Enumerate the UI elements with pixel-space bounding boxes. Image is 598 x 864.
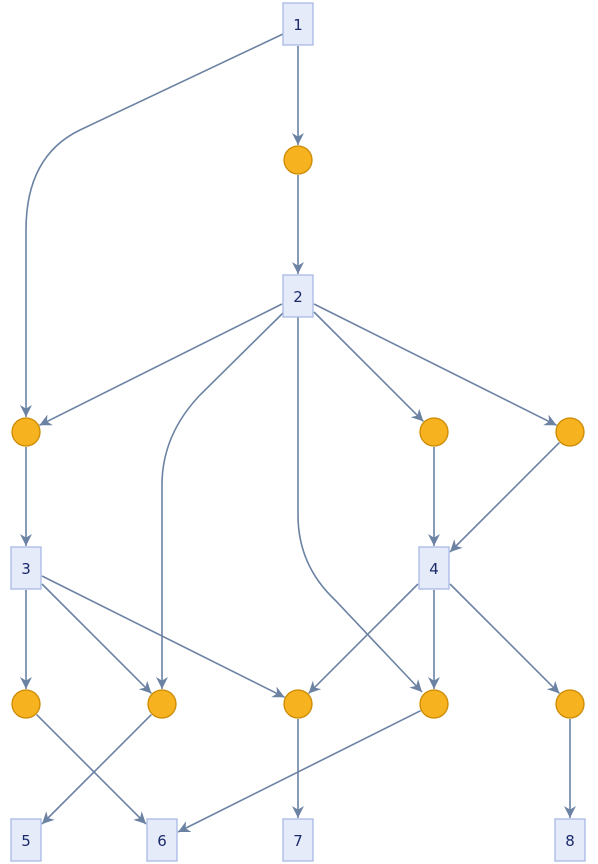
vertex-label: 4 xyxy=(429,560,439,578)
vertex-7: 7 xyxy=(282,818,314,862)
edge-j8-n6 xyxy=(177,709,421,833)
vertex-8: 8 xyxy=(554,818,586,862)
vertex-6: 6 xyxy=(146,818,178,862)
vertex-box xyxy=(418,546,450,590)
vertex-box xyxy=(146,818,178,862)
vertex-label: 8 xyxy=(565,832,575,850)
edge-n4-j7 xyxy=(308,583,419,694)
edge-j6-n5 xyxy=(41,714,152,825)
vertex-label: 5 xyxy=(21,832,31,850)
edge-n3-j6 xyxy=(41,583,152,694)
junction-node-j6 xyxy=(147,689,177,719)
edge-n2-j8 xyxy=(297,317,423,693)
junction-node-j5 xyxy=(11,689,41,719)
vertex-label: 1 xyxy=(293,16,303,34)
junction-node-j3 xyxy=(419,417,449,447)
vertex-1: 1 xyxy=(282,2,314,46)
vertex-label: 6 xyxy=(157,832,167,850)
edge-n1-j2 xyxy=(20,33,284,417)
junction-node-j7 xyxy=(283,689,313,719)
vertex-box xyxy=(10,546,42,590)
edge-j4-n4 xyxy=(449,442,560,553)
vertex-label: 2 xyxy=(293,288,303,306)
edge-n2-j4 xyxy=(313,303,557,427)
edge-n2-j2 xyxy=(39,303,283,427)
edge-j5-n6 xyxy=(36,714,147,825)
vertex-label: 3 xyxy=(21,560,31,578)
vertex-box xyxy=(10,818,42,862)
vertex-3: 3 xyxy=(10,546,42,590)
edge-n3-j7 xyxy=(41,575,285,699)
edges-layer xyxy=(20,33,576,833)
vertex-box xyxy=(282,818,314,862)
vertex-5: 5 xyxy=(10,818,42,862)
edge-n4-j9 xyxy=(449,583,560,694)
edge-n2-j6 xyxy=(156,312,284,689)
junction-node-j4 xyxy=(555,417,585,447)
nodes-layer: 1 2 3 4 5 6 7 8 xyxy=(10,2,586,862)
junction-node-j9 xyxy=(555,689,585,719)
junction-node-j8 xyxy=(419,689,449,719)
junction-node-j2 xyxy=(11,417,41,447)
vertex-label: 7 xyxy=(293,832,303,850)
vertex-box xyxy=(554,818,586,862)
vertex-box xyxy=(282,2,314,46)
edge-n2-j3 xyxy=(313,311,424,422)
vertex-box xyxy=(282,274,314,318)
vertex-2: 2 xyxy=(282,274,314,318)
junction-node-j1 xyxy=(283,145,313,175)
vertex-4: 4 xyxy=(418,546,450,590)
